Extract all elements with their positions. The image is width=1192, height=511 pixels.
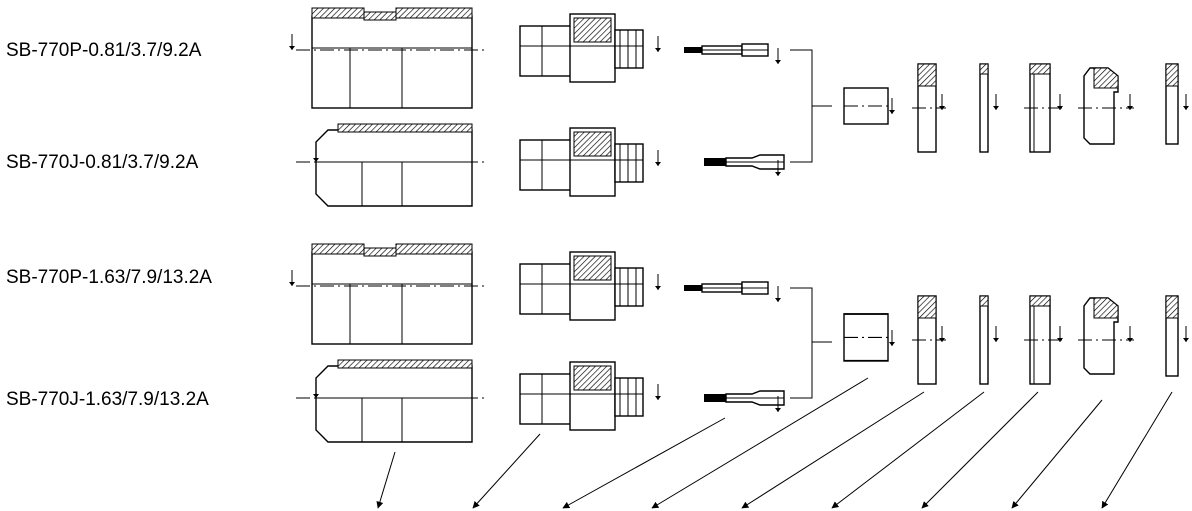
sleeve-small: [843, 87, 889, 125]
inner-body-3: [519, 251, 644, 321]
washer-e-bottom: [1165, 295, 1179, 377]
part-number-label: SB-770J-0.81/3.7/9.2A: [6, 152, 199, 173]
nut-bottom: [1083, 297, 1119, 375]
contact-socket-2: [703, 390, 785, 406]
washer-e-top: [1165, 63, 1179, 145]
washer-b-top: [979, 63, 989, 153]
contact-pin-1: [683, 43, 769, 57]
part-number-label: SB-770J-1.63/7.9/13.2A: [6, 389, 209, 410]
nut-top: [1083, 67, 1119, 145]
sleeve-large: [843, 313, 889, 362]
leader-arrows: [376, 377, 1173, 509]
part-number-label: SB-770P-0.81/3.7/9.2A: [6, 40, 202, 61]
outer-housing-p-small: [311, 7, 473, 109]
contact-socket-1: [703, 154, 785, 170]
contact-pin-2: [683, 281, 769, 295]
inner-body-2: [519, 127, 644, 197]
inner-body-4: [519, 361, 644, 431]
inner-body-1: [519, 13, 644, 83]
outer-housing-p-large: [311, 243, 473, 345]
washer-b-bottom: [979, 295, 989, 385]
part-number-label: SB-770P-1.63/7.9/13.2A: [6, 267, 212, 288]
outer-housing-j-large: [315, 359, 473, 443]
outer-housing-j-small: [315, 123, 473, 207]
